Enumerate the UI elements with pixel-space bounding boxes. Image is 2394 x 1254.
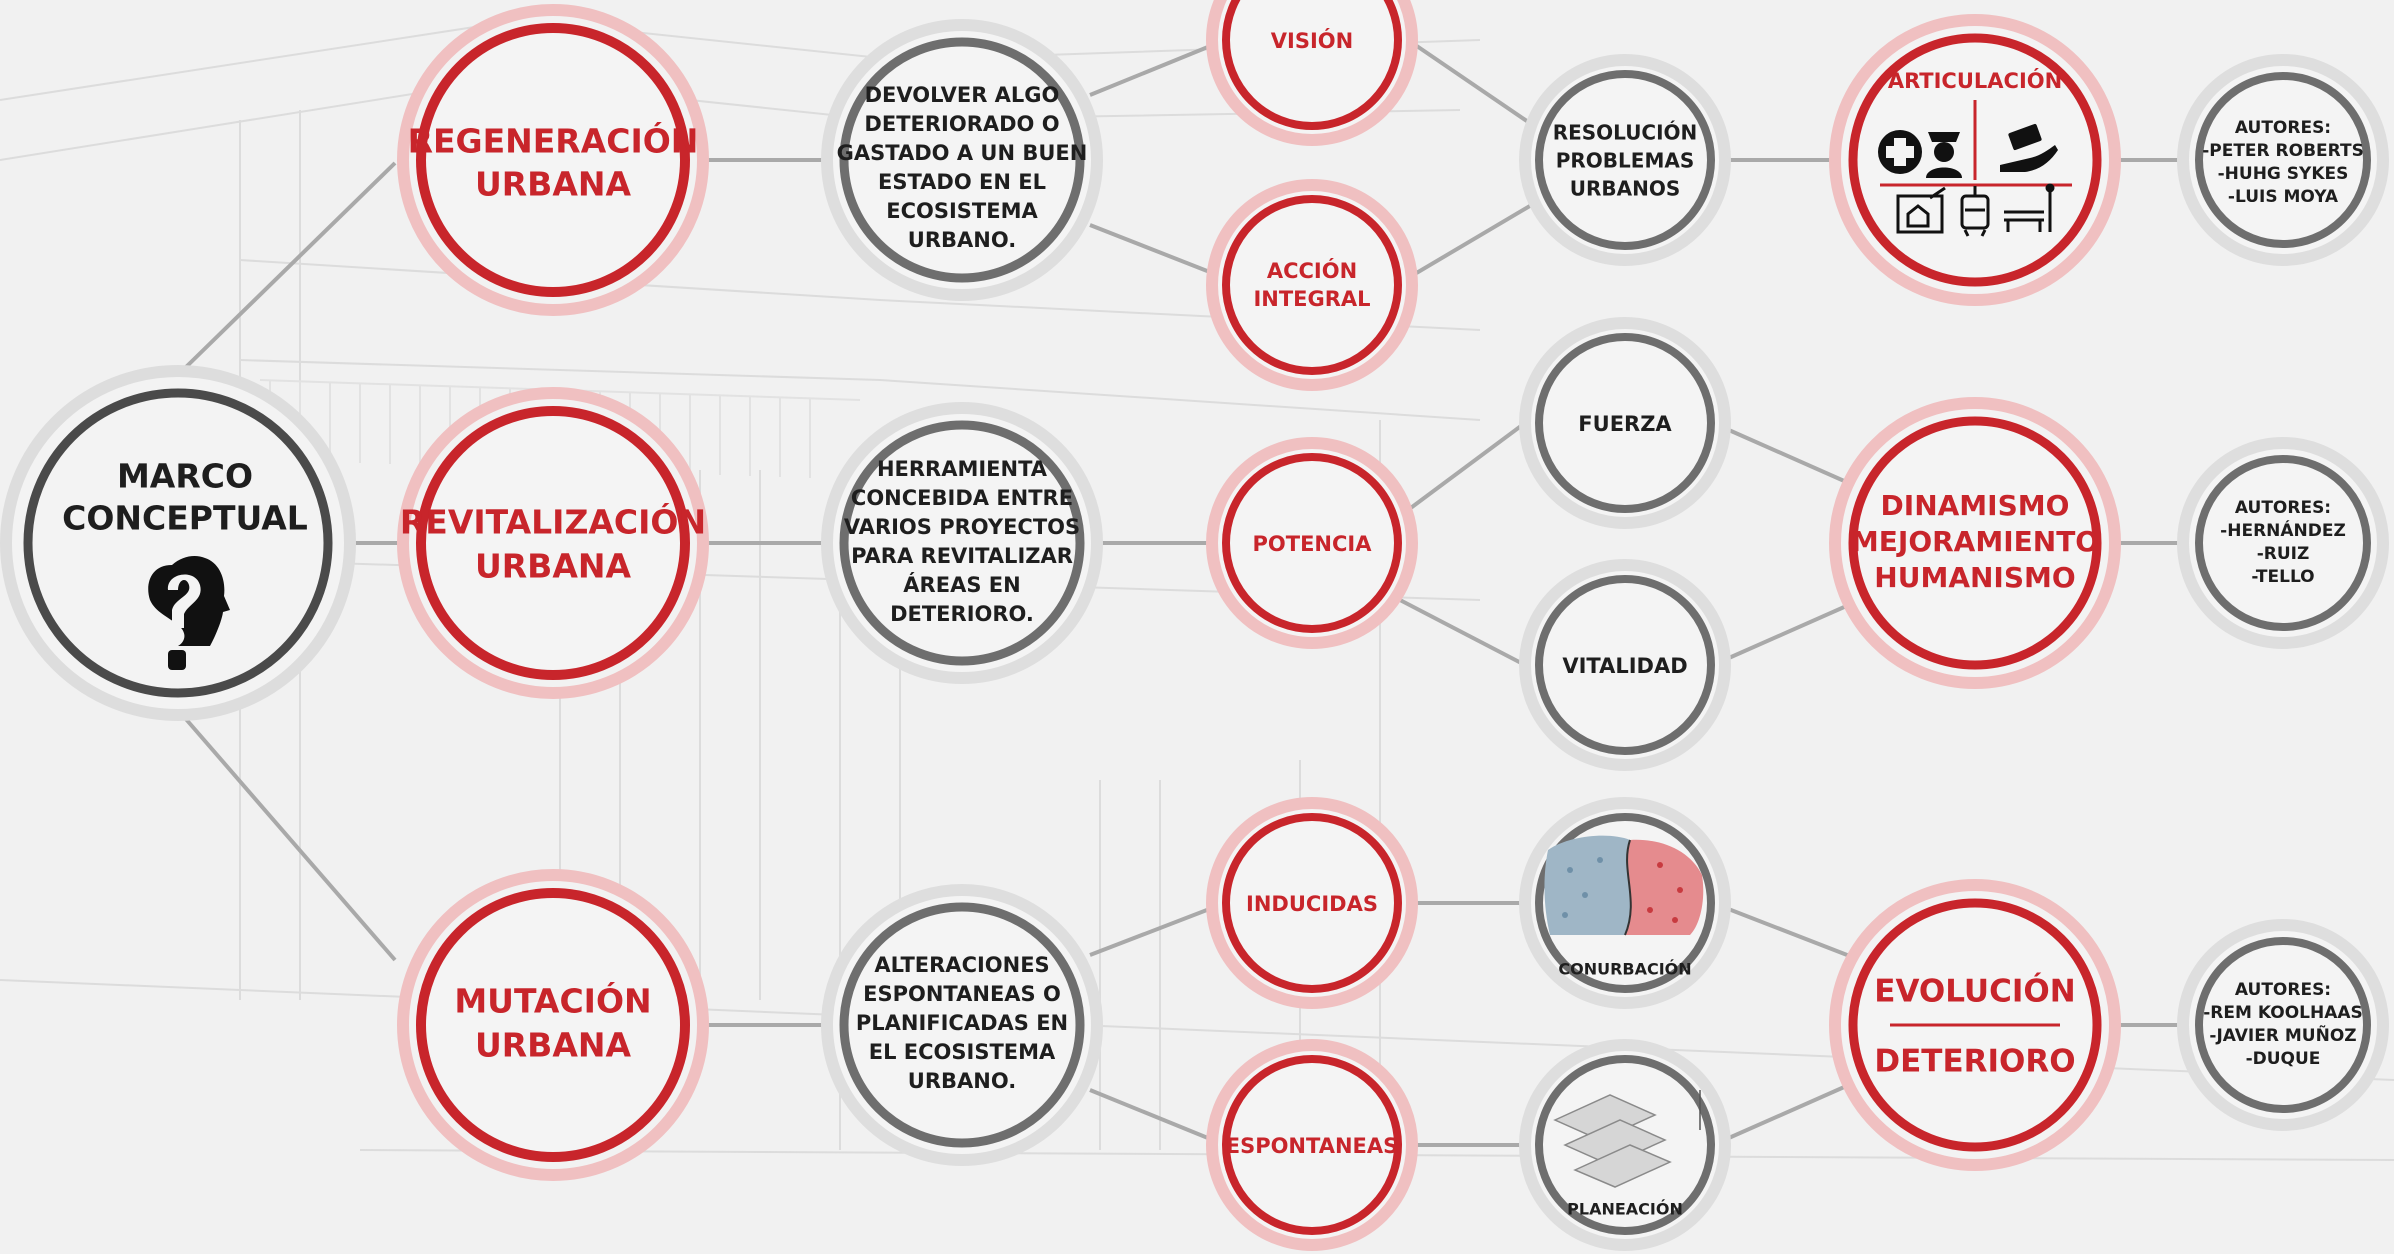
tram-icon (1960, 186, 1990, 237)
marco-conceptual-node: MARCO CONCEPTUAL (0, 365, 356, 721)
conurbacion-node: CONURBACIÓN (1519, 797, 1731, 1009)
resolucion-line-2: PROBLEMAS (1556, 149, 1695, 173)
vision-label: VISIÓN (1271, 28, 1353, 53)
dinamismo-line-2: MEJORAMIENTO (1851, 525, 2099, 558)
evolucion-line-2: DETERIORO (1874, 1044, 2075, 1080)
regeneracion-urbana-node: REGENERACIÓN URBANA (397, 4, 709, 316)
articulacion-title: ARTICULACIÓN (1888, 68, 2062, 93)
planeacion-label: PLANEACIÓN (1567, 1200, 1683, 1219)
authors-mutacion-line-1: AUTORES: (2235, 980, 2331, 1000)
resolucion-line-1: RESOLUCIÓN (1553, 121, 1698, 145)
mutacion-line-2: URBANA (475, 1026, 632, 1065)
authors-mutacion-line-2: -REM KOOLHAAS (2203, 1003, 2363, 1023)
resolucion-node: RESOLUCIÓN PROBLEMAS URBANOS (1519, 54, 1731, 266)
marco-line-2: CONCEPTUAL (62, 499, 308, 538)
marco-line-1: MARCO (117, 457, 253, 496)
authors-regeneracion-line-2: -PETER ROBERTS (2202, 141, 2364, 161)
dinamismo-node: DINAMISMO MEJORAMIENTO HUMANISMO (1829, 397, 2121, 689)
fuerza-label: FUERZA (1578, 412, 1672, 436)
authors-regeneracion-node: AUTORES: -PETER ROBERTS -HUHG SYKES -LUI… (2177, 54, 2389, 266)
authors-revitalizacion-line-1: AUTORES: (2235, 498, 2331, 518)
authors-regeneracion-line-1: AUTORES: (2235, 118, 2331, 138)
home-plan-icon (1896, 186, 1946, 234)
authors-revitalizacion-line-2: -HERNÁNDEZ (2220, 519, 2346, 541)
authors-revitalizacion-line-3: -RUIZ (2257, 544, 2310, 564)
health-cross-icon (1878, 130, 1922, 174)
authors-revitalizacion-node: AUTORES: -HERNÁNDEZ -RUIZ -TELLO (2177, 437, 2389, 649)
vitalidad-label: VITALIDAD (1562, 654, 1687, 678)
planeacion-node: PLANEACIÓN (1519, 1039, 1731, 1251)
espontaneas-node: ESPONTANEAS (1206, 1039, 1418, 1251)
regeneracion-def-line-5: ECOSISTEMA (886, 199, 1038, 223)
mutacion-def-line-3: PLANIFICADAS EN (856, 1011, 1068, 1035)
regeneracion-def-line-3: GASTADO A UN BUEN (837, 141, 1088, 165)
fuerza-node: FUERZA (1519, 317, 1731, 529)
inducidas-label: INDUCIDAS (1246, 892, 1378, 916)
revitalizacion-def-line-3: VARIOS PROYECTOS (844, 515, 1080, 539)
mutacion-urbana-node: MUTACIÓN URBANA (397, 869, 709, 1181)
revitalizacion-def-line-2: CONCEBIDA ENTRE (851, 486, 1073, 510)
mutacion-def-line-2: ESPONTANEAS O (863, 982, 1061, 1006)
regeneracion-def-line-4: ESTADO EN EL (878, 170, 1046, 194)
police-officer-icon (1926, 132, 1962, 178)
evolucion-line-1: EVOLUCIÓN (1874, 973, 2075, 1010)
revitalizacion-def-line-1: HERRAMIENTA (877, 457, 1048, 481)
regeneracion-def-line-2: DETERIORADO O (864, 112, 1059, 136)
potencia-label: POTENCIA (1253, 532, 1373, 556)
money-hand-icon (2000, 123, 2058, 172)
regeneracion-def-line-1: DEVOLVER ALGO (865, 83, 1060, 107)
mutacion-definition-node: ALTERACIONES ESPONTANEAS O PLANIFICADAS … (821, 884, 1103, 1166)
authors-mutacion-line-3: -JAVIER MUÑOZ (2209, 1023, 2356, 1046)
park-bench-icon (2004, 183, 2055, 232)
authors-revitalizacion-line-4: -TELLO (2251, 567, 2314, 587)
revitalizacion-line-1: REVITALIZACIÓN (400, 502, 706, 542)
espontaneas-label: ESPONTANEAS (1226, 1134, 1399, 1158)
dinamismo-line-3: HUMANISMO (1874, 561, 2075, 594)
potencia-node: POTENCIA (1206, 437, 1418, 649)
inducidas-node: INDUCIDAS (1206, 797, 1418, 1009)
articulacion-node: ARTICULACIÓN (1829, 14, 2121, 306)
revitalizacion-def-line-6: DETERIORO. (890, 602, 1034, 626)
head-question-icon (148, 556, 230, 670)
mutacion-def-line-1: ALTERACIONES (874, 953, 1049, 977)
regeneracion-definition-node: DEVOLVER ALGO DETERIORADO O GASTADO A UN… (821, 19, 1103, 301)
accion-line-1: ACCIÓN (1267, 258, 1357, 283)
resolucion-line-3: URBANOS (1570, 177, 1681, 201)
accion-line-2: INTEGRAL (1253, 287, 1370, 311)
regeneracion-line-2: URBANA (475, 165, 632, 204)
revitalizacion-def-line-4: PARA REVITALIZAR (851, 544, 1073, 568)
evolucion-node: EVOLUCIÓN DETERIORO (1829, 879, 2121, 1171)
mutacion-def-line-4: EL ECOSISTEMA (869, 1040, 1056, 1064)
revitalizacion-definition-node: HERRAMIENTA CONCEBIDA ENTRE VARIOS PROYE… (821, 402, 1103, 684)
dinamismo-line-1: DINAMISMO (1881, 489, 2070, 522)
authors-regeneracion-line-3: -HUHG SYKES (2218, 164, 2349, 184)
authors-mutacion-line-4: -DUQUE (2246, 1049, 2321, 1069)
conurbacion-label: CONURBACIÓN (1558, 960, 1691, 979)
vision-node: VISIÓN (1206, 0, 1418, 146)
authors-regeneracion-line-4: -LUIS MOYA (2228, 187, 2339, 207)
revitalizacion-urbana-node: REVITALIZACIÓN URBANA (397, 387, 709, 699)
conurbacion-map-image (1544, 835, 1704, 936)
revitalizacion-def-line-5: ÁREAS EN (903, 572, 1020, 597)
vitalidad-node: VITALIDAD (1519, 559, 1731, 771)
connector-lines (183, 38, 2180, 1147)
accion-integral-node: ACCIÓN INTEGRAL (1206, 179, 1418, 391)
regeneracion-def-line-6: URBANO. (908, 228, 1016, 252)
mutacion-line-1: MUTACIÓN (454, 981, 651, 1021)
planeacion-city-block-image (1553, 1090, 1701, 1188)
regeneracion-line-1: REGENERACIÓN (408, 121, 699, 161)
revitalizacion-line-2: URBANA (475, 547, 632, 586)
authors-mutacion-node: AUTORES: -REM KOOLHAAS -JAVIER MUÑOZ -DU… (2177, 919, 2389, 1131)
mutacion-def-line-5: URBANO. (908, 1069, 1016, 1093)
